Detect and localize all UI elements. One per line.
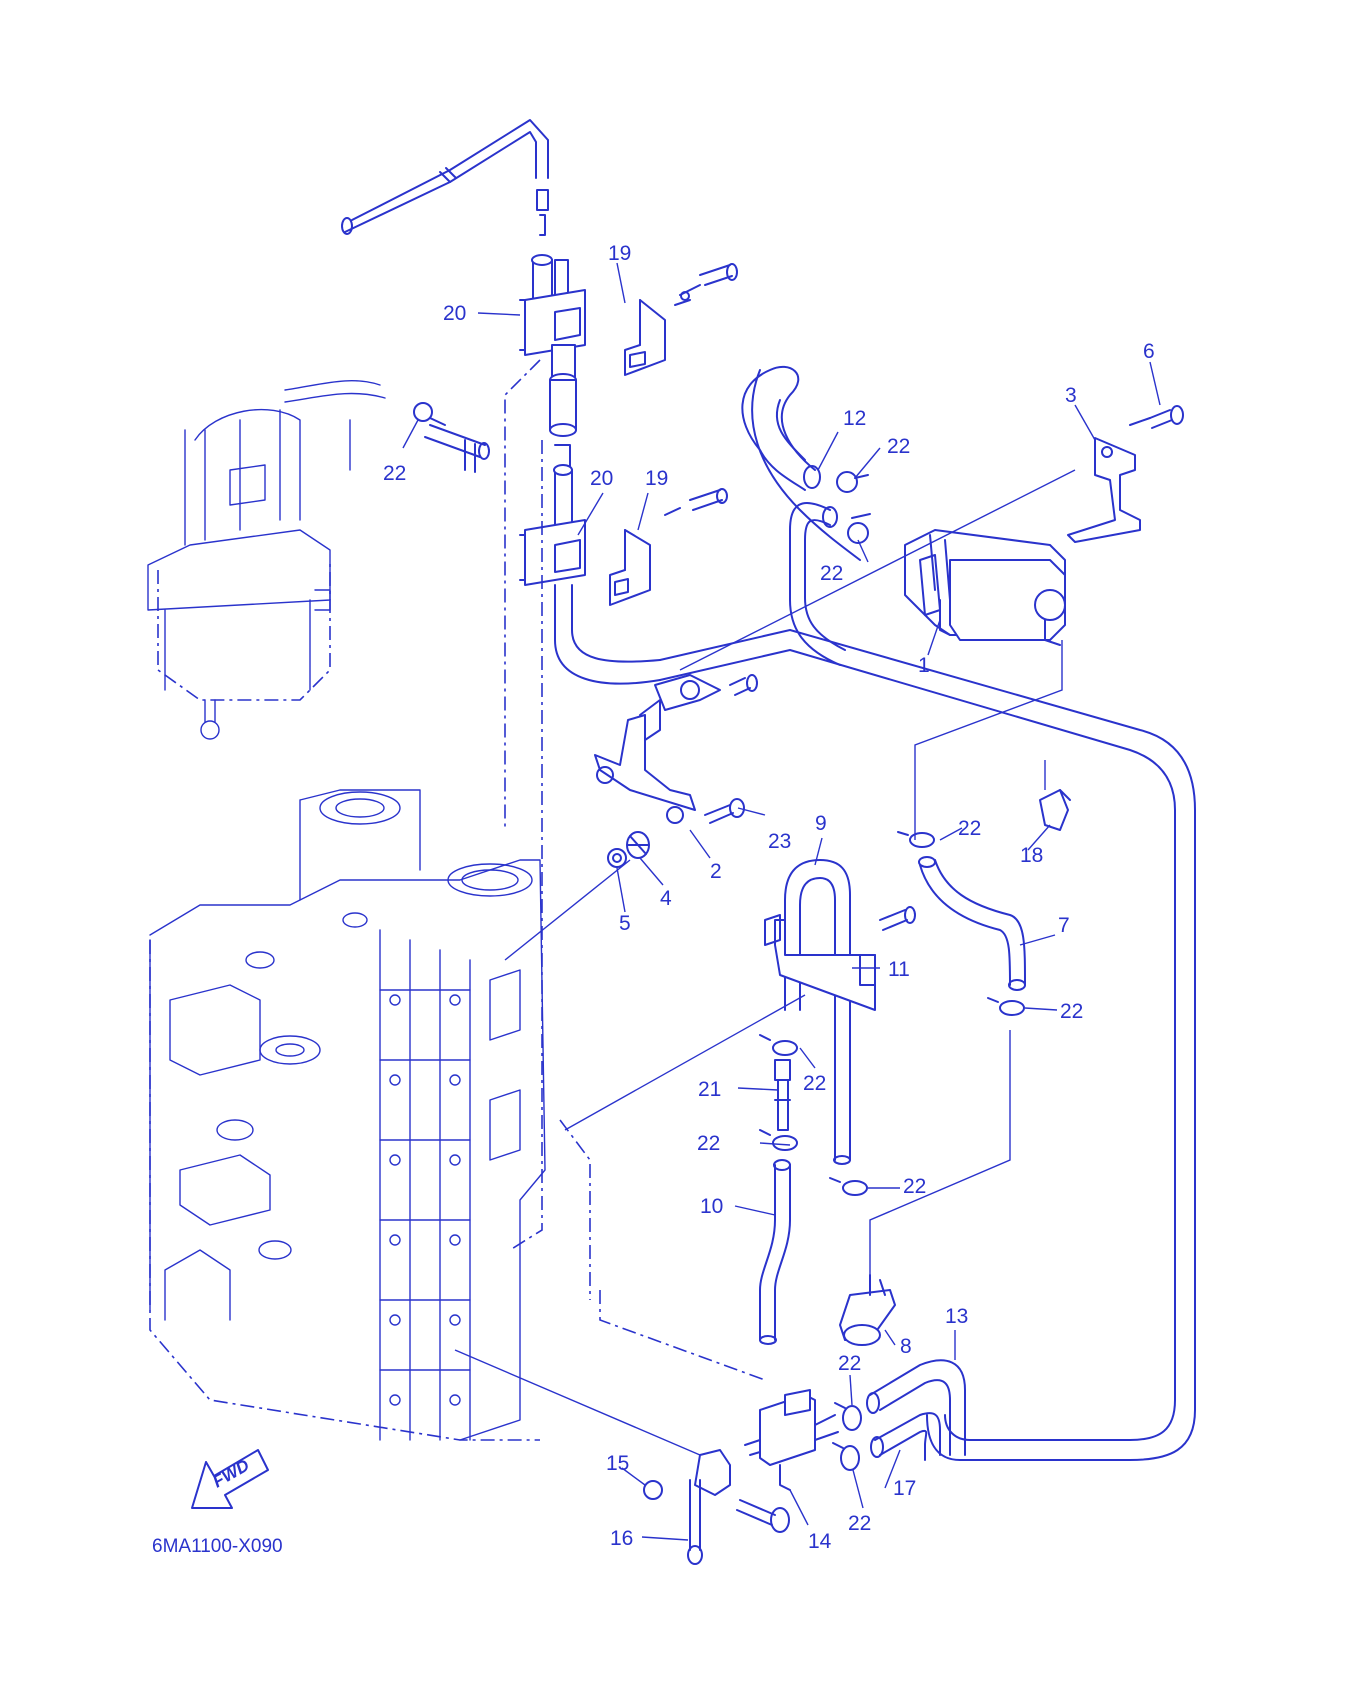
callout-2: 2 (710, 860, 722, 883)
clamp-22-c (847, 513, 871, 544)
callout-7: 7 (1058, 914, 1070, 937)
leaders (402, 262, 1161, 1541)
callout-1: 1 (918, 654, 930, 677)
callout-6: 6 (1143, 340, 1155, 363)
callout-14: 14 (808, 1530, 832, 1553)
callout-12: 12 (843, 407, 866, 430)
clamp-22-d (759, 1034, 798, 1056)
main-return-hose (659, 629, 1196, 1461)
engine-block (149, 789, 546, 1441)
valve-8 (839, 1274, 896, 1346)
fwd-arrow: FWD (191, 1449, 269, 1509)
assembly-lines (454, 359, 1063, 1456)
canister-1 (904, 529, 1066, 646)
top-hose (341, 119, 549, 236)
fuel-tank (147, 380, 490, 740)
clamp-22-j (832, 1442, 860, 1471)
callout-22-j: 22 (848, 1512, 871, 1535)
callout-21: 21 (698, 1078, 721, 1101)
callout-10: 10 (700, 1195, 723, 1218)
valve-14 (744, 1389, 839, 1491)
hose-17 (870, 1412, 941, 1461)
callout-22-b: 22 (887, 435, 910, 458)
bracket-3 (1067, 405, 1184, 543)
callout-16: 16 (610, 1527, 633, 1550)
clamp-22-b (836, 471, 869, 493)
callout-8: 8 (900, 1335, 912, 1358)
hose-9 (784, 859, 851, 1165)
callout-22-h: 22 (1060, 1000, 1083, 1023)
callout-20-lower: 20 (590, 467, 613, 490)
nut-5 (607, 848, 627, 868)
clip-18 (1039, 789, 1071, 831)
hose-13 (866, 1359, 966, 1456)
callout-9: 9 (815, 812, 827, 835)
diagram-code: 6MA1100-X090 (152, 1536, 283, 1557)
callout-11: 11 (888, 958, 910, 981)
hose-stub-left (424, 424, 490, 473)
clamp-22-h (987, 997, 1025, 1016)
bolt-row (389, 994, 461, 1406)
clamp-22-f (829, 1177, 868, 1196)
callout-22-f: 22 (903, 1175, 926, 1198)
callout-22-e: 22 (697, 1132, 720, 1155)
callouts: 19 20 22 20 19 3 6 12 22 22 1 23 2 4 5 9… (383, 242, 1155, 1553)
clamp-22-g (897, 831, 935, 848)
canister-hose (789, 501, 846, 666)
callout-19-lower: 19 (645, 467, 668, 490)
callout-22-g: 22 (958, 817, 981, 840)
callout-5: 5 (619, 912, 631, 935)
hose-7 (918, 856, 1026, 991)
callout-13: 13 (945, 1305, 968, 1328)
callout-18: 18 (1020, 844, 1043, 867)
callout-17: 17 (893, 1477, 916, 1500)
clamp-22-a (413, 402, 446, 426)
clamp-22-i (834, 1402, 862, 1431)
grommet-4 (626, 831, 650, 859)
clamp-22-e (759, 1129, 798, 1151)
sensor-20-lower (519, 464, 661, 685)
bracket-16 (687, 1449, 731, 1565)
bracket-19-lower (609, 488, 728, 606)
bracket-2 (594, 674, 758, 824)
nut-15 (643, 1480, 663, 1500)
joint-21 (774, 1059, 791, 1131)
hose-10 (759, 1159, 791, 1345)
callout-15: 15 (606, 1452, 629, 1475)
hose-12 (741, 365, 861, 561)
bracket-11 (764, 906, 916, 1011)
callout-22-d: 22 (803, 1072, 826, 1095)
leader-bracket (679, 469, 1076, 671)
bolt-23 (704, 798, 745, 824)
bolt-14 (736, 1499, 790, 1533)
callout-23: 23 (768, 830, 791, 853)
callout-22-left: 22 (383, 462, 406, 485)
callout-19-upper: 19 (608, 242, 631, 265)
callout-20-upper: 20 (443, 302, 466, 325)
bracket-19-upper (624, 263, 738, 376)
callout-22-i: 22 (838, 1352, 861, 1375)
sensor-20-upper (519, 254, 586, 471)
callout-4: 4 (660, 887, 672, 910)
callout-22-c: 22 (820, 562, 843, 585)
callout-3: 3 (1065, 384, 1077, 407)
